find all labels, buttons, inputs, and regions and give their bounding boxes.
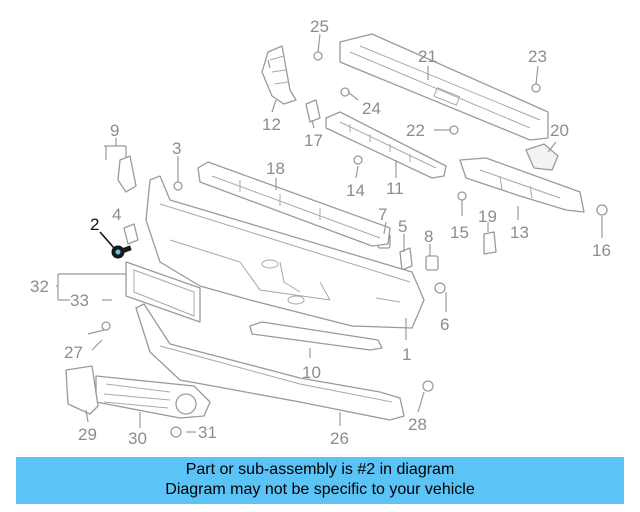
callout-18: 18 [266,159,285,178]
caption-banner: Part or sub-assembly is #2 in diagram Di… [16,457,624,504]
leader-lines [56,33,603,433]
parts-diagram: 25 21 23 24 12 17 22 20 9 3 18 14 11 2 4… [30,17,611,448]
clip-17 [305,99,321,123]
callout-22: 22 [406,121,425,140]
callout-31: 31 [198,423,217,442]
callout-11: 11 [386,179,404,198]
clip-5 [399,247,413,271]
callout-30: 30 [128,429,147,448]
callout-labels: 25 21 23 24 12 17 22 20 9 3 18 14 11 2 4… [30,17,611,448]
callout-3: 3 [172,139,181,158]
license-plate-bracket [125,261,201,323]
callout-33: 33 [70,291,89,310]
callout-29: 29 [78,425,97,444]
side-trim [65,365,99,415]
part-2-bolt [111,245,132,259]
callout-17: 17 [304,131,323,150]
item-4 [123,223,139,245]
fog-lamp-grille [95,375,211,419]
lower-molding [249,321,383,351]
callout-21: 21 [418,47,437,66]
caption-line-1: Part or sub-assembly is #2 in diagram [185,461,455,478]
caption-line-2: Diagram may not be specific to your vehi… [165,481,475,498]
callout-6: 6 [440,315,449,334]
callout-2: 2 [90,215,99,234]
callout-24: 24 [362,99,381,118]
callout-32: 32 [30,277,49,296]
side-bracket [459,157,585,213]
energy-absorber [325,111,447,179]
clip-8 [425,255,439,271]
callout-1: 1 [402,345,411,364]
bumper-cover [145,175,425,329]
callout-14: 14 [346,181,365,200]
callout-20: 20 [550,121,569,140]
callout-15: 15 [450,223,469,242]
callout-25: 25 [310,17,329,36]
callout-10: 10 [302,363,321,382]
bracket-9 [117,155,137,193]
callout-16: 16 [592,241,611,260]
callout-26: 26 [330,429,349,448]
reinforcement-beam [339,33,549,141]
callout-19: 19 [478,207,497,226]
upper-absorber [197,161,391,247]
callout-27: 27 [64,343,83,362]
callout-12: 12 [262,115,281,134]
callout-9: 9 [110,121,119,140]
clip-19 [483,231,497,255]
callout-23: 23 [528,47,547,66]
callout-7: 7 [378,205,387,224]
callout-28: 28 [408,415,427,434]
callout-4: 4 [112,205,121,224]
callout-5: 5 [398,217,407,236]
lower-valance [135,303,405,421]
callout-8: 8 [424,227,433,246]
bracket-left-upper [261,45,297,105]
bracket-20 [525,143,559,171]
callout-13: 13 [510,223,529,242]
